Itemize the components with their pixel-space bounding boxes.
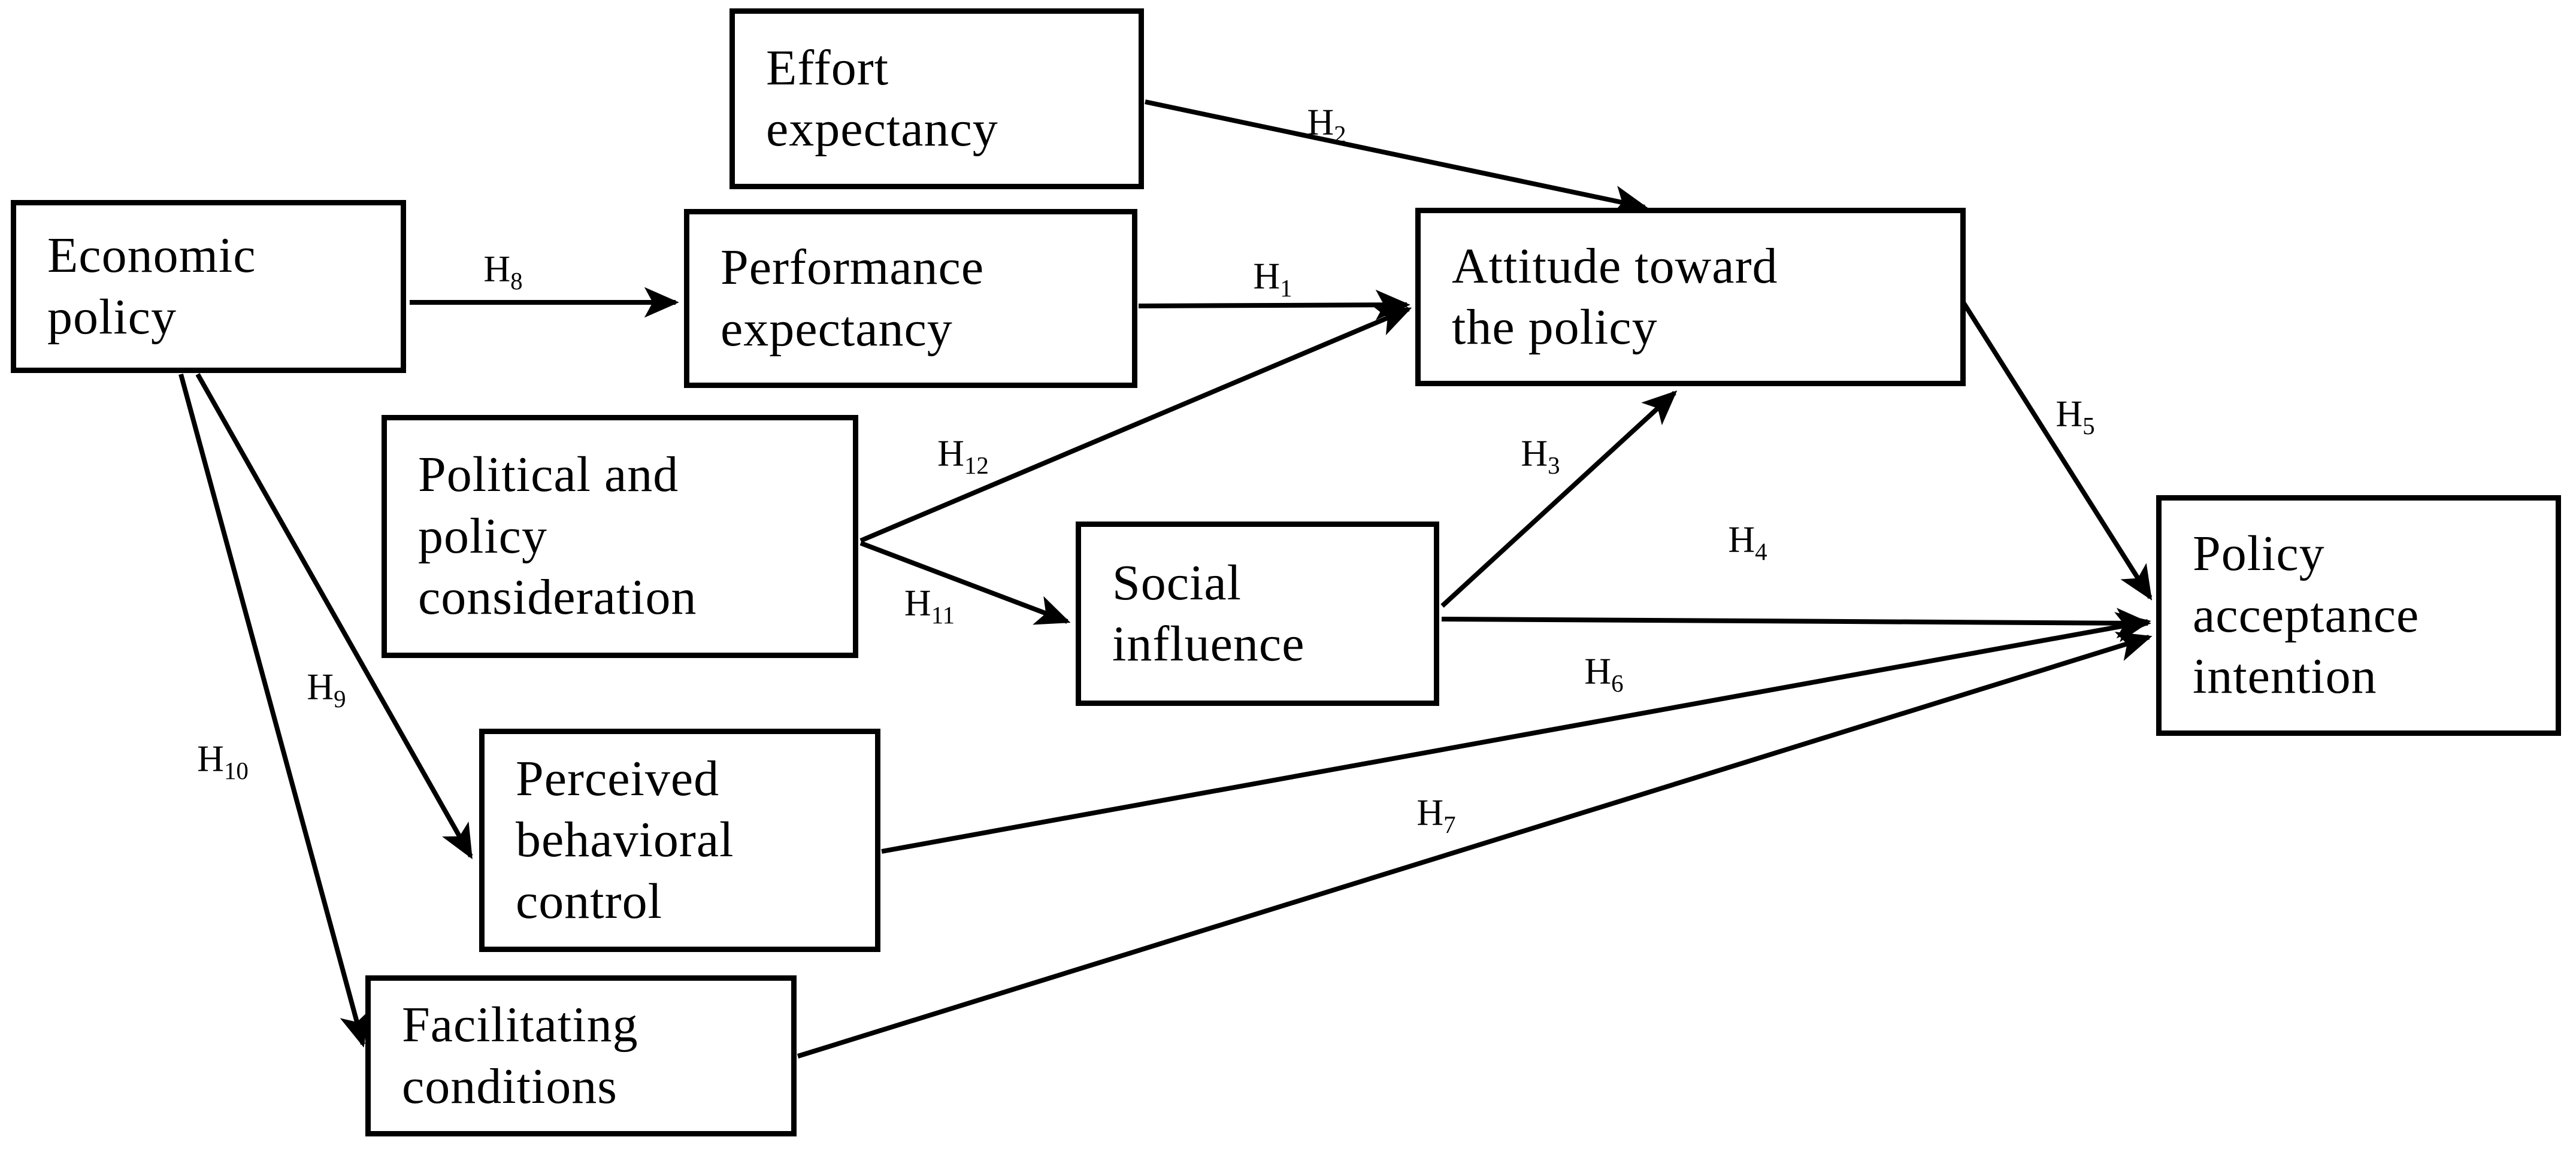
hypothesis-label-h2: H2 xyxy=(1307,102,1346,147)
hypothesis-letter: H xyxy=(937,433,964,474)
hypothesis-label-h4: H4 xyxy=(1728,519,1767,565)
hypothesis-label-h5: H5 xyxy=(2056,393,2095,439)
hypothesis-subscript: 6 xyxy=(1611,669,1624,697)
hypothesis-subscript: 12 xyxy=(964,451,989,479)
arrow-h12 xyxy=(859,307,1412,543)
hypothesis-label-h10: H10 xyxy=(197,738,249,784)
hypothesis-letter: H xyxy=(904,583,931,624)
hypothesis-letter: H xyxy=(1307,102,1334,143)
hypothesis-subscript: 2 xyxy=(1334,120,1346,148)
node-label-facilitating-conditions: Facilitating conditions xyxy=(402,997,638,1114)
hypothesis-subscript: 1 xyxy=(1280,274,1292,302)
hypothesis-letter: H xyxy=(1253,256,1281,297)
hypothesis-subscript: 4 xyxy=(1755,538,1767,565)
node-label-attitude-toward-the-policy: Attitude toward the policy xyxy=(1452,238,1778,355)
arrow-h1 xyxy=(1138,289,1410,320)
hypothesis-letter: H xyxy=(483,248,511,290)
hypothesis-letter: H xyxy=(197,738,224,780)
hypothesis-subscript: 10 xyxy=(223,757,249,784)
hypothesis-label-h8: H8 xyxy=(483,248,522,293)
node-label-perceived-behavioral-control: Perceived behavioral control xyxy=(516,750,734,929)
hypothesis-subscript: 11 xyxy=(931,601,955,629)
hypothesis-letter: H xyxy=(1584,651,1612,692)
arrow-h9 xyxy=(195,373,473,860)
hypothesis-letter: H xyxy=(307,666,334,708)
hypothesis-subscript: 3 xyxy=(1548,451,1560,479)
hypothesis-label-h9: H9 xyxy=(307,666,346,711)
node-label-performance-expectancy: Performance expectancy xyxy=(721,240,985,357)
node-label-effort-expectancy: Effort expectancy xyxy=(766,40,998,157)
hypothesis-letter: H xyxy=(1416,792,1444,833)
hypothesis-subscript: 8 xyxy=(510,267,523,295)
arrow-h2 xyxy=(1145,99,1648,216)
arrow-h3 xyxy=(1440,390,1678,608)
node-political-and-policy-consideration: Political and policy consideration xyxy=(382,415,858,658)
node-label-policy-acceptance-intention: Policy acceptance intention xyxy=(2193,526,2420,705)
hypothesis-subscript: 9 xyxy=(334,685,346,713)
node-policy-acceptance-intention: Policy acceptance intention xyxy=(2156,495,2561,736)
hypothesis-label-h12: H12 xyxy=(937,433,989,478)
hypothesis-label-h1: H1 xyxy=(1253,256,1292,301)
arrow-h7 xyxy=(797,632,2153,1059)
arrow-h6 xyxy=(881,612,2151,854)
node-label-social-influence: Social influence xyxy=(1112,554,1305,672)
hypothesis-label-h6: H6 xyxy=(1584,651,1623,696)
hypothesis-label-h11: H11 xyxy=(904,583,955,627)
hypothesis-label-h3: H3 xyxy=(1521,433,1560,478)
hypothesis-subscript: 7 xyxy=(1443,811,1456,838)
arrow-h4 xyxy=(1441,608,2151,639)
node-label-political-and-policy-consideration: Political and policy consideration xyxy=(418,447,697,626)
hypothesis-letter: H xyxy=(1521,433,1548,474)
node-effort-expectancy: Effort expectancy xyxy=(729,8,1144,189)
node-label-economic-policy: Economic policy xyxy=(47,228,256,345)
node-performance-expectancy: Performance expectancy xyxy=(684,209,1137,388)
arrow-h10 xyxy=(178,373,370,1048)
hypothesis-subscript: 5 xyxy=(2082,412,2095,439)
hypothesis-letter: H xyxy=(2056,393,2083,435)
hypothesis-label-h7: H7 xyxy=(1416,792,1456,838)
hypothesis-letter: H xyxy=(1728,519,1755,560)
node-perceived-behavioral-control: Perceived behavioral control xyxy=(479,729,880,952)
node-facilitating-conditions: Facilitating conditions xyxy=(365,975,797,1136)
arrow-h5 xyxy=(1961,301,2153,601)
node-economic-policy: Economic policy xyxy=(11,200,406,373)
node-attitude-toward-the-policy: Attitude toward the policy xyxy=(1415,208,1966,386)
arrow-h11 xyxy=(859,541,1071,625)
node-social-influence: Social influence xyxy=(1076,522,1439,706)
